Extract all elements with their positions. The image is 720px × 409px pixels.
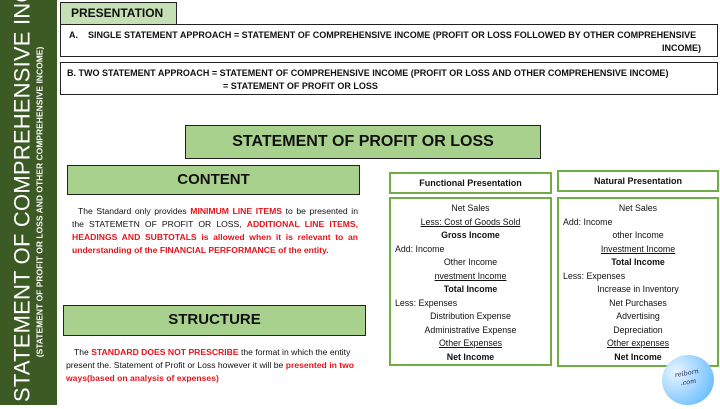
- line: Increase in Inventory: [597, 284, 679, 294]
- line: Other Expenses: [438, 338, 503, 348]
- natural-header: Natural Presentation: [557, 170, 719, 192]
- b-text: B. TWO STATEMENT APPROACH = STATEMENT OF…: [67, 68, 669, 78]
- line: Investment Income: [600, 243, 676, 254]
- line: Other Income: [443, 257, 498, 267]
- a-text: SINGLE STATEMENT APPROACH = STATEMENT OF…: [88, 30, 697, 40]
- text: the format in which the entity present t…: [66, 347, 351, 370]
- line: Less: Cost of Goods Sold: [420, 216, 521, 227]
- content-paragraph: The Standard only provides MINIMUM LINE …: [72, 205, 358, 257]
- presentation-tab: PRESENTATION: [60, 2, 177, 25]
- line: Less: Expenses: [563, 270, 626, 281]
- highlight: presented in two ways(based on analysis …: [66, 360, 355, 383]
- line: Less: Expenses: [395, 297, 458, 308]
- sidebar-subtitle: (STATEMENT OF PROFIT OR LOSS AND OTHER C…: [34, 46, 45, 358]
- line: Net Income: [614, 351, 662, 362]
- highlight: ADDITIONAL LINE ITEMS, HEADINGS AND SUBT…: [72, 219, 358, 255]
- natural-statement: Net Sales Add: Income other Income Inves…: [557, 197, 719, 367]
- line: Total Income: [443, 284, 498, 294]
- functional-header: Functional Presentation: [389, 172, 552, 194]
- main-title: STATEMENT OF PROFIT OR LOSS: [185, 125, 541, 159]
- line: Net Income: [446, 351, 495, 362]
- line: Add: Income: [395, 243, 445, 254]
- line: Advertising: [616, 311, 660, 321]
- text: The: [74, 347, 92, 357]
- line: Net Purchases: [609, 297, 667, 308]
- b-text-cont: = STATEMENT OF PROFIT OR LOSS: [223, 81, 378, 91]
- line: Depreciation: [613, 324, 663, 335]
- line: Administrative Expense: [424, 324, 517, 335]
- line: Total Income: [611, 257, 665, 267]
- line: Other expenses: [606, 338, 670, 348]
- structure-paragraph: The STANDARD DOES NOT PRESCRIBE the form…: [66, 346, 364, 385]
- line: other Income: [612, 230, 664, 240]
- text: to be presented in the STATEMETN OF PROF…: [72, 206, 358, 229]
- line: Net Sales: [451, 203, 490, 213]
- line: nvestment Income: [434, 270, 507, 281]
- structure-heading: STRUCTURE: [63, 305, 366, 336]
- a-label: A.: [69, 30, 78, 40]
- sidebar-title: STATEMENT OF COMPREHENSIVE INCOME: [9, 0, 35, 402]
- a-text-cont: INCOME): [662, 43, 701, 53]
- line: Add: Income: [563, 216, 613, 227]
- highlight: STANDARD DOES NOT PRESCRIBE: [91, 347, 239, 357]
- highlight: MINIMUM LINE ITEMS: [190, 206, 282, 216]
- two-statement-box: B. TWO STATEMENT APPROACH = STATEMENT OF…: [60, 62, 718, 95]
- line: Gross Income: [441, 230, 500, 240]
- single-statement-box: A. SINGLE STATEMENT APPROACH = STATEMENT…: [60, 24, 718, 57]
- functional-statement: Net Sales Less: Cost of Goods Sold Gross…: [389, 197, 552, 366]
- line: Net Sales: [618, 203, 658, 213]
- text: The Standard only provides: [78, 206, 191, 216]
- sidebar: STATEMENT OF COMPREHENSIVE INCOME (STATE…: [0, 0, 57, 405]
- line: Distribution Expense: [430, 311, 511, 321]
- content-heading: CONTENT: [67, 165, 360, 195]
